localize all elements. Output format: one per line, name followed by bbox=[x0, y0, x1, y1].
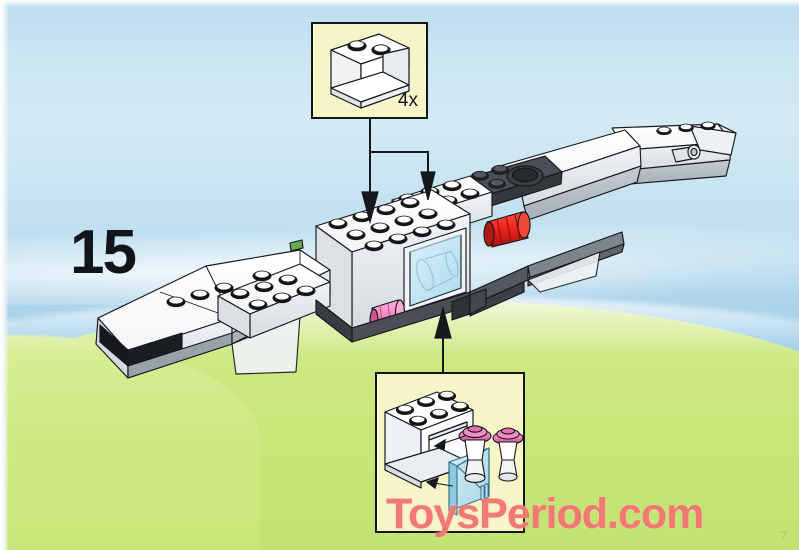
page-edge-left bbox=[0, 0, 9, 550]
callout-box-bottom bbox=[375, 372, 525, 533]
callout-top-part-illustration bbox=[330, 33, 410, 109]
watermark-text: ToysPeriod.com bbox=[386, 490, 704, 538]
callout-box-top: 4x bbox=[311, 22, 428, 119]
callout-bottom-part-illustration bbox=[384, 390, 524, 516]
page-number: 7 bbox=[780, 528, 788, 543]
page-edge-top bbox=[0, 0, 799, 7]
step-number: 15 bbox=[70, 218, 137, 287]
callout-top-quantity: 4x bbox=[397, 90, 418, 111]
